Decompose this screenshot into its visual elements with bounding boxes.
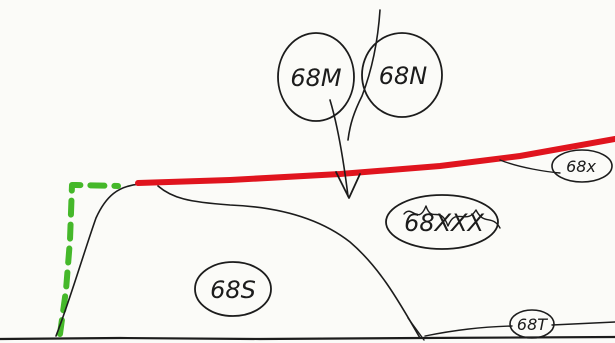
label-68n: 68N [379, 62, 428, 90]
label-68m: 68M [290, 64, 342, 92]
label-68t: 68T [517, 315, 548, 334]
label-68s: 68S [210, 276, 256, 304]
label-scribble: 68XXX [404, 209, 484, 237]
label-68x: 68x [566, 157, 596, 176]
